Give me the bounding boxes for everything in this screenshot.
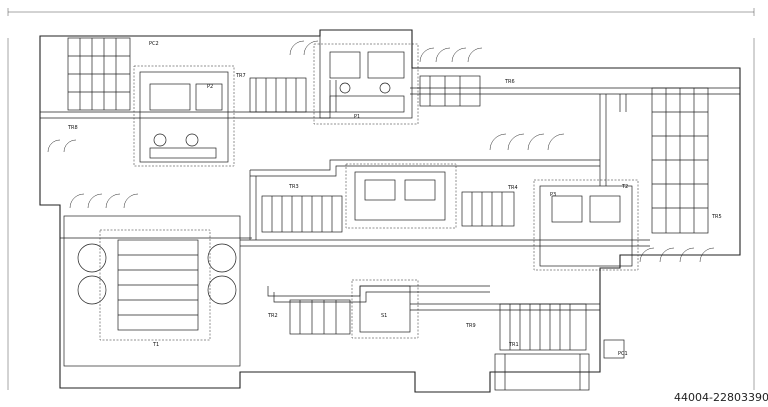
door-swings-top <box>289 40 483 63</box>
right-vertical-conveyor <box>599 94 627 186</box>
station-labels: PC2 P2 TR7 P1 TR6 TR5 TR8 TR3 TR4 P3 T2 … <box>67 41 722 357</box>
label-pc1: PC1 <box>618 351 628 357</box>
label-t1: T1 <box>152 342 159 348</box>
label-tr4: TR4 <box>507 185 518 191</box>
label-tr1: TR1 <box>508 342 519 348</box>
lower-line <box>267 285 600 391</box>
label-p1: P1 <box>354 114 360 120</box>
door-swings-middle <box>47 133 715 263</box>
middle-line <box>240 159 650 267</box>
label-tr6: TR6 <box>504 79 515 85</box>
building-outline <box>39 29 741 393</box>
control-cabinet-pc1 <box>603 339 625 359</box>
rack-right-tr5 <box>651 87 709 234</box>
label-s1: S1 <box>381 313 387 319</box>
conveyor-tr7 <box>249 77 307 113</box>
conveyor-tr6 <box>419 75 481 107</box>
cell-t1 <box>60 215 252 367</box>
dimension-lines <box>7 8 755 390</box>
label-pc2: PC2 <box>149 41 159 47</box>
label-tr7: TR7 <box>235 73 246 79</box>
label-p2: P2 <box>207 84 213 90</box>
watermark-id: 44004-22803390 <box>674 391 768 404</box>
press-cell-p1 <box>319 29 413 119</box>
label-tr3: TR3 <box>288 184 299 190</box>
label-tr9: TR9 <box>465 323 476 329</box>
guard-fences <box>99 43 639 341</box>
rack-top-left <box>67 37 131 111</box>
label-t2: T2 <box>621 184 628 190</box>
press-cell-p2 <box>139 71 229 163</box>
label-tr8: TR8 <box>67 125 78 131</box>
label-tr2: TR2 <box>267 313 278 319</box>
label-p3: P3 <box>550 192 556 198</box>
label-tr5: TR5 <box>711 214 722 220</box>
